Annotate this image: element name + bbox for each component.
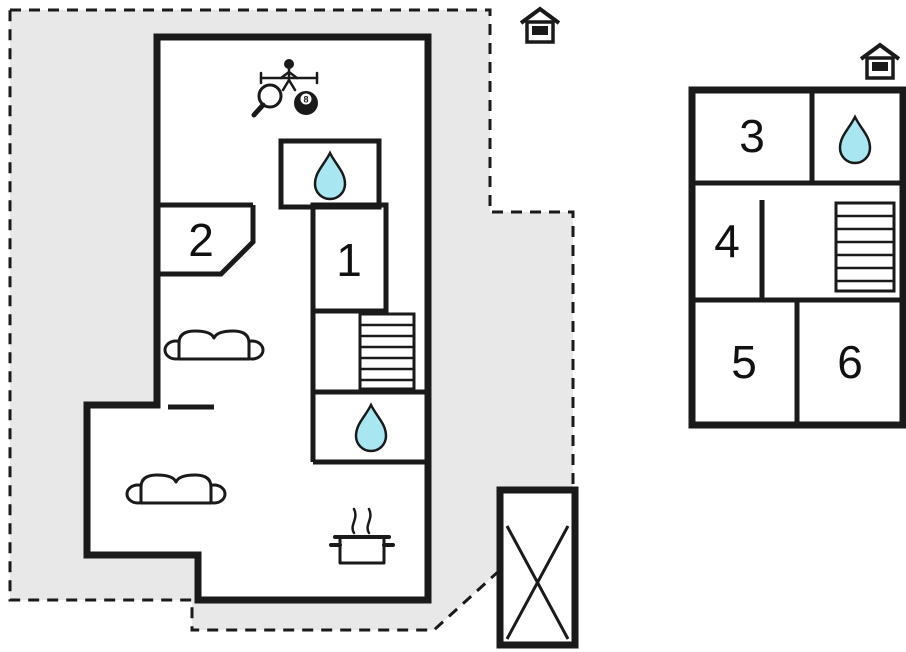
player-figure-icon [279,59,299,92]
room-2-label: 2 [188,214,214,266]
entrance-house-icon-annex [859,43,901,80]
sofa-icon-2 [125,473,227,505]
main-building: 8 2 1 [83,33,432,604]
carport-x-cross-icon [505,525,570,640]
sofa-icon-1 [163,329,265,361]
eight-ball-number: 8 [303,95,308,105]
stairs-icon-main [358,312,416,391]
room-3-label: 3 [739,110,765,162]
wall-room1 [310,202,389,314]
eight-ball-icon: 8 [294,91,318,115]
room-6-label: 6 [837,336,863,388]
stairs-icon-annex [834,201,896,293]
wall-room2-chamfer [157,205,256,277]
room-4-label: 4 [714,215,740,267]
table-tennis-paddle-icon [251,83,283,118]
carport-outline [496,486,579,649]
annex-building: 3 4 5 6 [688,86,906,429]
cooking-pot-icon [329,507,395,565]
games-corner: 8 [251,59,319,118]
room-1-label: 1 [336,234,362,286]
room-5-label: 5 [731,336,757,388]
foosball-bar-ends [259,71,319,85]
carport-box [496,486,579,649]
entrance-house-icon-main [519,7,561,44]
